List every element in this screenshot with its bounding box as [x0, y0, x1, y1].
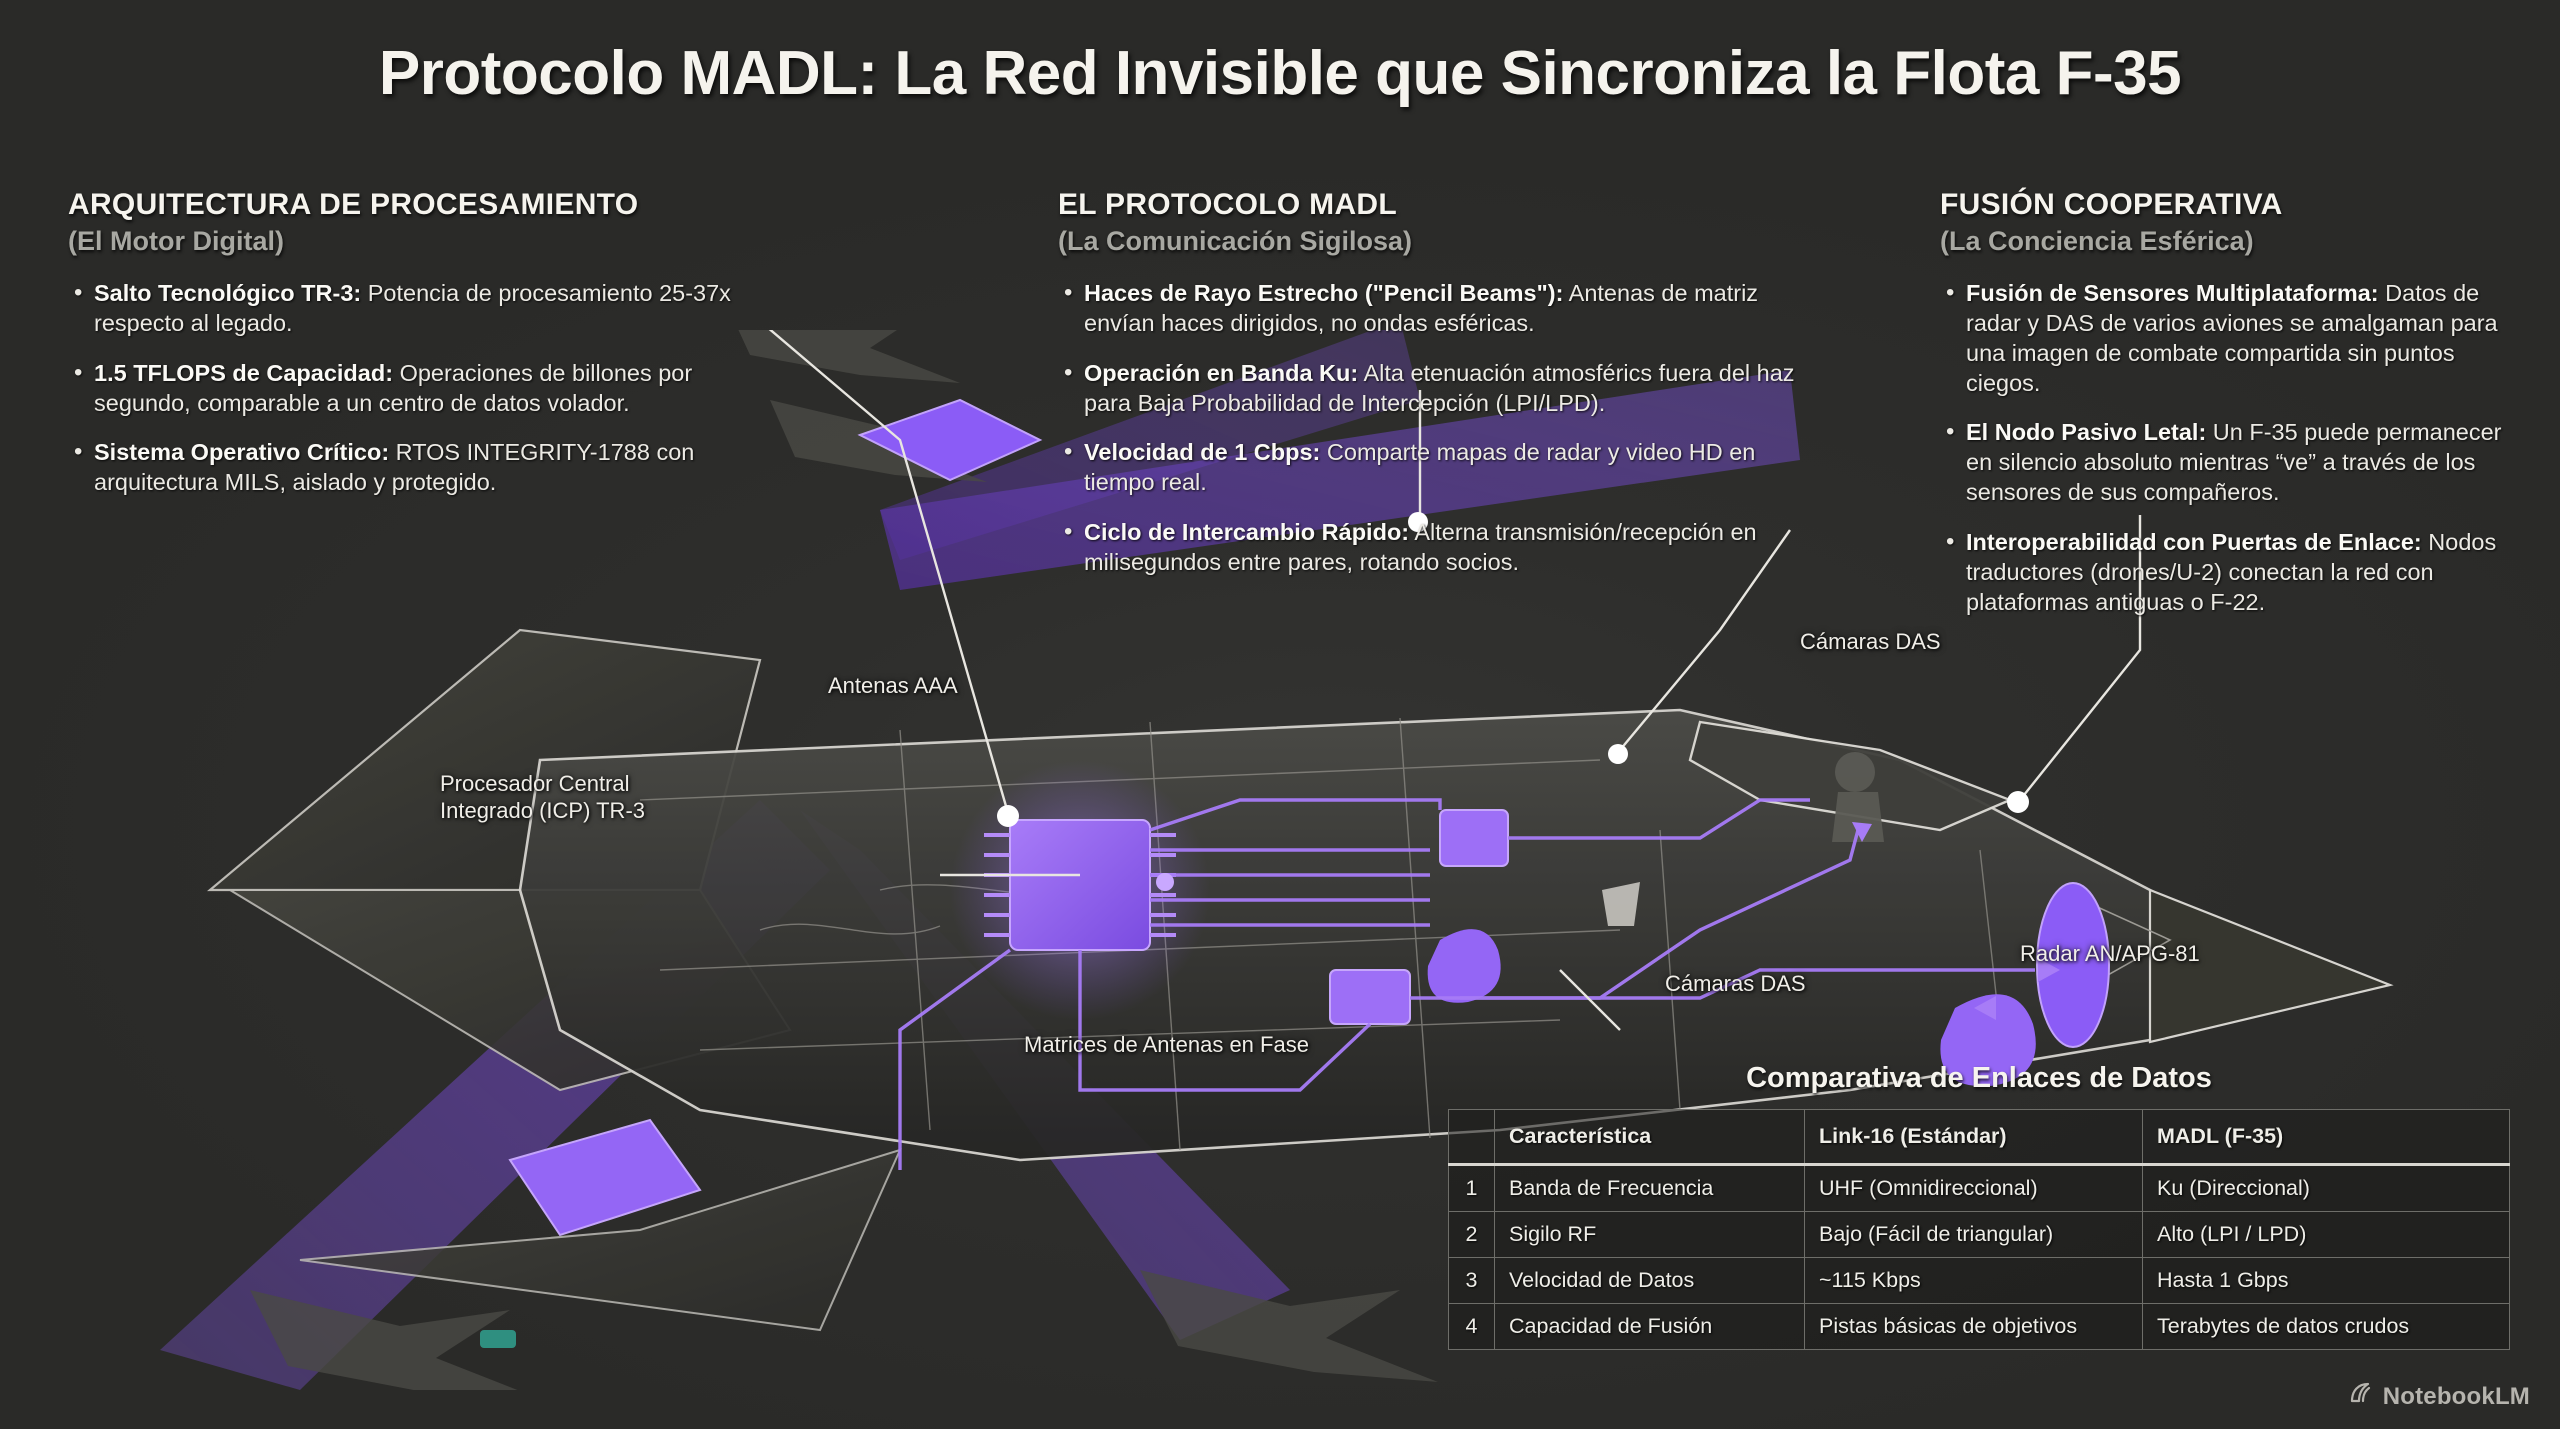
callout-radar-apg81: Radar AN/APG-81 — [2020, 941, 2200, 966]
das-box-mid — [1329, 969, 1411, 1025]
cell-feature: Sigilo RF — [1494, 1211, 1805, 1258]
column-header-feature: Característica — [1494, 1109, 1805, 1166]
bullet-term: 1.5 TFLOPS de Capacidad: — [94, 359, 394, 386]
column-arquitectura: ARQUITECTURA DE PROCESAMIENTO (El Motor … — [68, 188, 758, 518]
aircraft-diagram — [160, 330, 2394, 1390]
cell-madl: Terabytes de datos crudos — [2142, 1303, 2510, 1350]
bullet-text: Potencia de procesamiento 25-37x respect… — [94, 280, 731, 336]
bullet-text: Operaciones de billones por segundo, com… — [94, 359, 693, 416]
column-header-index — [1448, 1109, 1495, 1166]
table-header-row: Característica Link-16 (Estándar) MADL (… — [1448, 1109, 2510, 1166]
bullet-term: Interoperabilidad con Puertas de Enlace: — [1966, 528, 2422, 555]
list-item: Interoperabilidad con Puertas de Enlace:… — [1940, 527, 2510, 618]
bullet-list: Salto Tecnológico TR-3: Potencia de proc… — [68, 278, 758, 498]
bullet-term: El Nodo Pasivo Letal: — [1966, 419, 2207, 446]
column-heading: FUSIÓN COOPERATIVA — [1940, 188, 2283, 221]
column-fusion: FUSIÓN COOPERATIVA (La Conciencia Esféri… — [1940, 188, 2510, 637]
list-item: 1.5 TFLOPS de Capacidad: Operaciones de … — [68, 358, 758, 419]
column-heading: ARQUITECTURA DE PROCESAMIENTO — [68, 188, 639, 221]
bullet-list: Fusión de Sensores Multiplataforma: Dato… — [1940, 278, 2510, 618]
callout-procesador-central: Procesador Central Integrado (ICP) TR-3 — [440, 771, 646, 824]
das-box-upper — [1439, 809, 1509, 867]
table-title: Comparativa de Enlaces de Datos — [1746, 1062, 2212, 1094]
cell-madl: Alto (LPI / LPD) — [2142, 1211, 2510, 1258]
bus-node — [1156, 873, 1174, 891]
cell-link16: ~115 Kbps — [1804, 1257, 2143, 1304]
phased-array-panel — [508, 1118, 702, 1237]
table-row: 1 Banda de Frecuencia UHF (Omnidireccion… — [1448, 1164, 2510, 1212]
bullet-term: Sistema Operativo Crítico: — [94, 439, 390, 466]
list-item: Velocidad de 1 Cbps: Comparte mapas de r… — [1058, 437, 1818, 498]
bullet-term: Haces de Rayo Estrecho ("Pencil Beams"): — [1084, 280, 1564, 306]
bullet-text: Alta etenuación atmosférics fuera del ha… — [1084, 359, 1795, 416]
bullet-term: Salto Tecnológico TR-3: — [94, 280, 362, 306]
data-links-comparison-table: Característica Link-16 (Estándar) MADL (… — [1448, 1109, 2510, 1350]
bullet-text: RTOS INTEGRITY-1788 con arquitectura MIL… — [94, 439, 695, 496]
column-subheading: (La Conciencia Esférica) — [1940, 226, 2254, 256]
column-header-madl: MADL (F-35) — [2142, 1109, 2510, 1166]
list-item: Operación en Banda Ku: Alta etenuación a… — [1058, 358, 1818, 419]
cell-link16: Pistas básicas de objetivos — [1804, 1303, 2143, 1350]
column-subheading: (La Comunicación Sigilosa) — [1058, 226, 1413, 256]
list-item: Haces de Rayo Estrecho ("Pencil Beams"):… — [1058, 278, 1818, 339]
callout-matrices-antenas: Matrices de Antenas en Fase — [1024, 1032, 1309, 1057]
f35-airframe — [206, 628, 2394, 1332]
data-bus-traces — [898, 798, 2035, 1170]
bullet-text: Nodos traductores (drones/U-2) conectan … — [1966, 528, 2497, 615]
list-item: Salto Tecnológico TR-3: Potencia de proc… — [68, 278, 758, 339]
bullet-text: Antenas de matriz envían haces dirigidos… — [1084, 280, 1759, 336]
table-row: 3 Velocidad de Datos ~115 Kbps Hasta 1 G… — [1448, 1257, 2510, 1304]
aaa-antenna — [857, 398, 1043, 482]
data-flow-arrows — [1852, 822, 2060, 1020]
bullet-term: Operación en Banda Ku: — [1084, 359, 1359, 386]
list-item: Fusión de Sensores Multiplataforma: Dato… — [1940, 278, 2510, 398]
table-row: 4 Capacidad de Fusión Pistas básicas de … — [1448, 1303, 2510, 1350]
bullet-text: Datos de radar y DAS de varios aviones s… — [1966, 280, 2498, 396]
tail-marker — [480, 1330, 516, 1348]
list-item: Sistema Operativo Crítico: RTOS INTEGRIT… — [68, 437, 758, 498]
cell-link16: Bajo (Fácil de triangular) — [1804, 1211, 2143, 1258]
row-index: 3 — [1448, 1257, 1495, 1304]
row-index: 4 — [1448, 1303, 1495, 1350]
bullet-text: Alterna transmisión/recepción en miliseg… — [1084, 519, 1757, 575]
cell-feature: Banda de Frecuencia — [1494, 1164, 1805, 1212]
cell-madl: Hasta 1 Gbps — [2142, 1257, 2510, 1304]
row-index: 2 — [1448, 1211, 1495, 1258]
icp-processor-chip — [950, 760, 1210, 1020]
list-item: Ciclo de Intercambio Rápido: Alterna tra… — [1058, 517, 1818, 578]
cell-feature: Velocidad de Datos — [1494, 1257, 1805, 1304]
pilot-figure — [1832, 752, 1884, 842]
apg81-radar-array — [1940, 882, 2110, 1087]
purple-components — [480, 398, 2110, 1348]
bullet-term: Fusión de Sensores Multiplataforma: — [1966, 280, 2379, 306]
row-index: 1 — [1448, 1164, 1495, 1212]
callout-antenas-aaa: Antenas AAA — [828, 673, 958, 698]
callout-camaras-das-lower: Cámaras DAS — [1665, 971, 1806, 996]
bullet-list: Haces de Rayo Estrecho ("Pencil Beams"):… — [1058, 278, 1818, 578]
cell-madl: Ku (Direccional) — [2142, 1164, 2510, 1212]
eots-marker — [1602, 882, 1640, 926]
brand-footer: NotebookLM — [2348, 1380, 2530, 1413]
notebooklm-logo-icon — [2348, 1380, 2374, 1413]
column-protocolo: EL PROTOCOLO MADL (La Comunicación Sigil… — [1058, 188, 1818, 598]
bullet-term: Ciclo de Intercambio Rápido: — [1084, 519, 1410, 546]
bullet-term: Velocidad de 1 Cbps: — [1084, 439, 1321, 466]
das-sensor-blob — [1427, 929, 1501, 1003]
bullet-text: Un F-35 puede permanecer en silencio abs… — [1966, 419, 2502, 506]
column-subheading: (El Motor Digital) — [68, 226, 284, 256]
cell-feature: Capacidad de Fusión — [1494, 1303, 1805, 1350]
list-item: El Nodo Pasivo Letal: Un F-35 puede perm… — [1940, 417, 2510, 508]
brand-label: NotebookLM — [2382, 1382, 2530, 1410]
column-heading: EL PROTOCOLO MADL — [1058, 188, 1397, 221]
comparison-table-block: Comparativa de Enlaces de Datos Caracter… — [1448, 1062, 2510, 1350]
bullet-text: Comparte mapas de radar y video HD en ti… — [1084, 439, 1756, 496]
callout-camaras-das-upper: Cámaras DAS — [1800, 629, 1941, 654]
page-title: Protocolo MADL: La Red Invisible que Sin… — [378, 39, 2182, 108]
table-row: 2 Sigilo RF Bajo (Fácil de triangular) A… — [1448, 1211, 2510, 1258]
cell-link16: UHF (Omnidireccional) — [1804, 1164, 2143, 1212]
column-header-link16: Link-16 (Estándar) — [1804, 1109, 2143, 1166]
